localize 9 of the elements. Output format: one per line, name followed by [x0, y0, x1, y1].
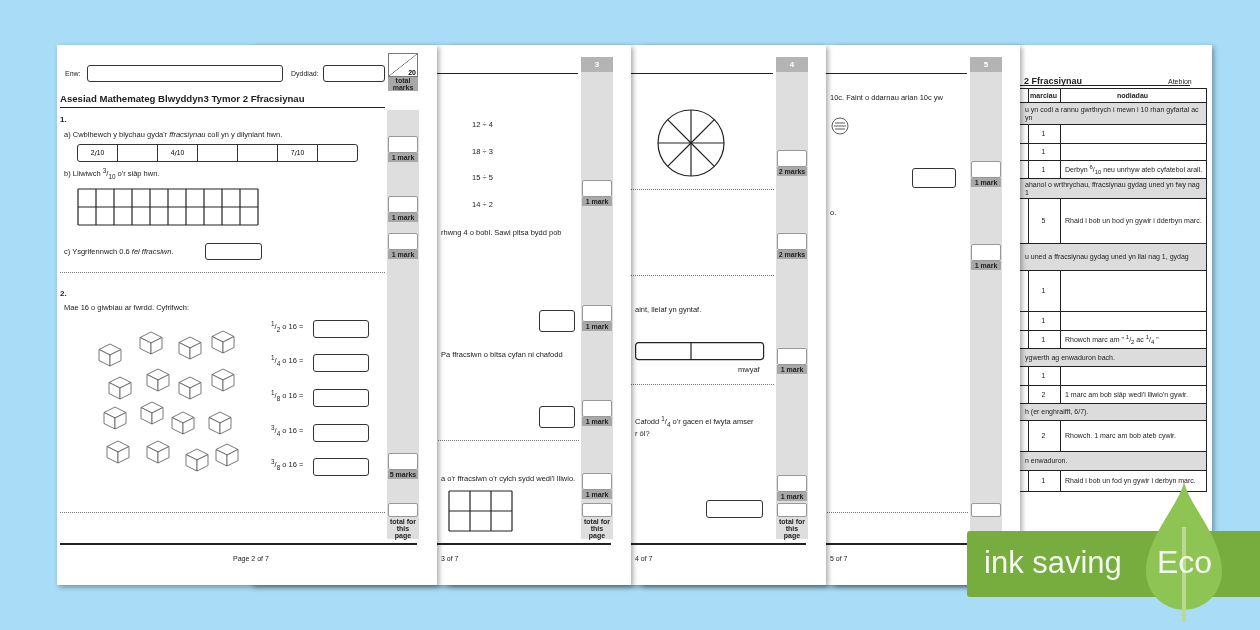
badge-text: Eco — [1157, 546, 1213, 578]
badge-text: ink saving — [984, 547, 1122, 578]
page-number-tab: 5 — [970, 57, 1002, 72]
question-number: 2. — [60, 289, 67, 299]
question-number: 1. — [60, 115, 67, 125]
page-number-tab: 4 — [776, 57, 808, 72]
worksheet-title: Asesiad Mathemateg Blwyddyn3 Tymor 2 Ffracsiynau — [60, 93, 305, 105]
worksheet-title: 2 Ffracsiynau — [1024, 76, 1083, 87]
page-number-tab: 3 — [581, 57, 613, 72]
